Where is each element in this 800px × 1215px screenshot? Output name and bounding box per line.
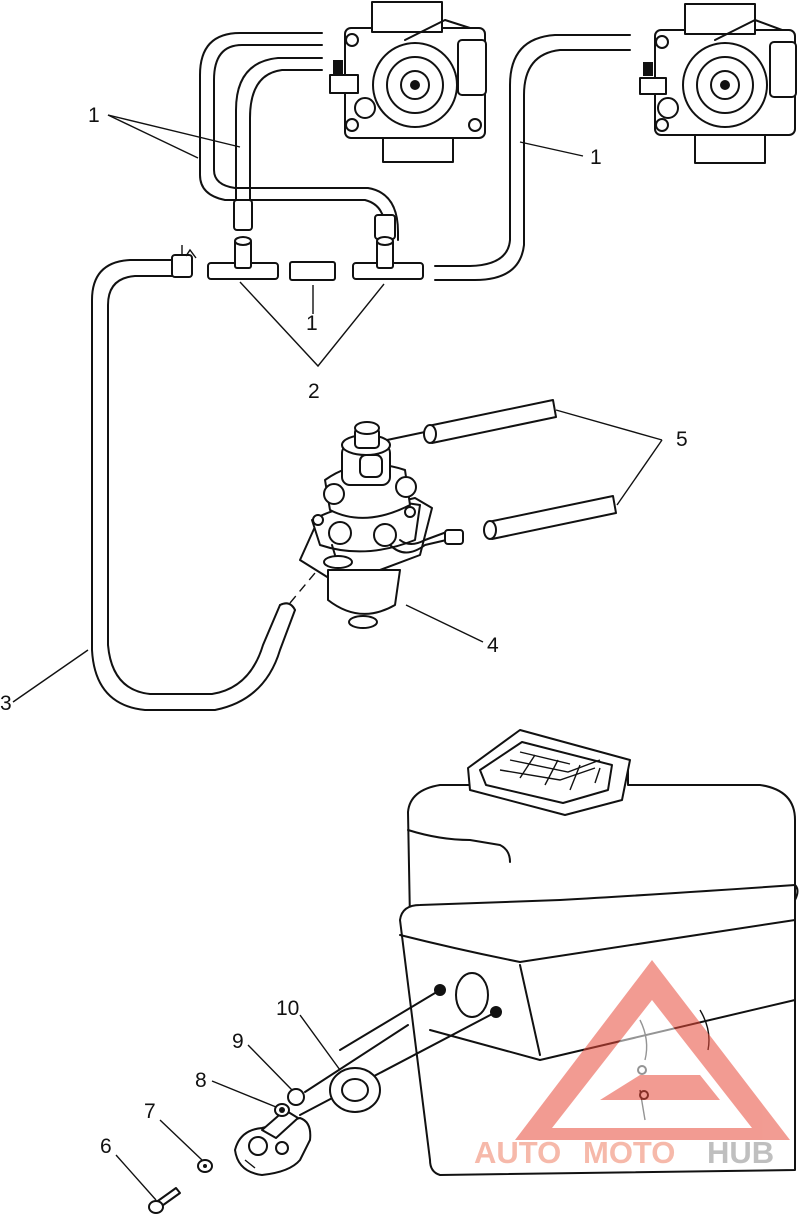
pulse-hoses [423, 399, 617, 540]
fuel-pump [299, 421, 464, 629]
callout-1-center: 1 [306, 312, 318, 335]
callout-5: 5 [676, 428, 688, 451]
fuel-line [91, 259, 331, 711]
callout-6: 6 [100, 1135, 112, 1158]
watermark-text-hub: HUB [707, 1135, 774, 1170]
watermark-logo [515, 960, 790, 1140]
filler-cap [467, 729, 631, 816]
lock-washer [274, 1103, 290, 1117]
callout-7: 7 [144, 1100, 156, 1123]
callout-3: 3 [0, 692, 12, 715]
watermark-text-moto: MOTO [583, 1135, 675, 1170]
leader-lines [12, 114, 663, 1201]
callout-1-top-left: 1 [88, 104, 100, 127]
callout-8: 8 [195, 1069, 207, 1092]
screw [148, 1187, 181, 1214]
callout-10: 10 [276, 997, 299, 1020]
callout-4: 4 [487, 634, 499, 657]
callout-9: 9 [232, 1030, 244, 1053]
callout-1-right: 1 [590, 146, 602, 169]
carburetor-left [329, 1, 487, 163]
watermark-text-auto: AUTO [474, 1135, 561, 1170]
callout-2: 2 [308, 380, 320, 403]
carburetor-right [639, 3, 797, 164]
vent-hoses [199, 32, 631, 281]
t-fittings [171, 236, 424, 280]
watermark-text: AUTO MOTO HUB [474, 1135, 774, 1170]
washer [197, 1159, 213, 1173]
nut [287, 1088, 305, 1106]
grommet [329, 1067, 381, 1113]
